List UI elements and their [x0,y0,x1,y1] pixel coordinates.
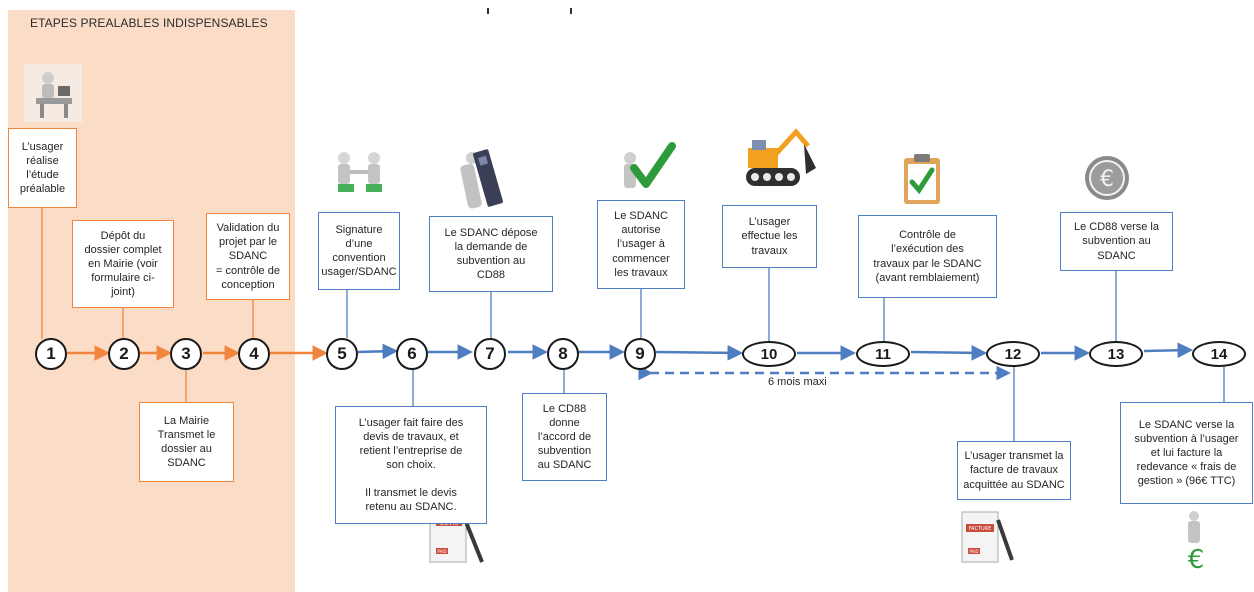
facture-paid-text: PAID [969,549,978,554]
step-1-marker: 1 [35,338,67,370]
box-connectors [41,208,1225,441]
step-4-description: Validation du projet par le SDANC = cont… [206,213,290,300]
step-8-marker: 8 [547,338,579,370]
top-tick-mark [487,8,489,14]
step-9-marker: 9 [624,338,656,370]
facture-document-illustration: FACTURE PAID [961,511,1014,563]
process-arrows [67,342,1194,361]
step-7-marker: 7 [474,338,506,370]
step-2-marker: 2 [108,338,140,370]
step-3-description: La Mairie Transmet le dossier au SDANC [139,402,234,482]
step-10-marker: 10 [742,341,796,367]
desk-person-illustration [24,64,82,122]
step-14-marker: 14 [1192,341,1246,367]
clipboard-check-illustration [904,154,940,204]
arrow-5-6 [357,343,399,360]
step-12-description: L’usager transmet la facture de travaux … [957,441,1071,500]
step-2-description: Dépôt du dossier complet en Mairie (voir… [72,220,174,308]
calculator-person-illustration [460,149,503,209]
preliminary-steps-title: ETAPES PREALABLES INDISPENSABLES [30,16,268,30]
step-6-marker: 6 [396,338,428,370]
duration-label: 6 mois maxi [768,376,827,388]
top-tick-mark [570,8,572,14]
excavator-illustration [746,128,816,186]
step-3-marker: 3 [170,338,202,370]
arrow-9-10 [655,345,744,361]
step-13-description: Le CD88 verse la subvention au SDANC [1060,212,1173,271]
step-1-description: L’usager réalise l’étude préalable [8,128,77,208]
step-5-description: Signature d’une convention usager/SDANC [318,212,400,290]
step-8-description: Le CD88 donne l’accord de subvention au … [522,393,607,481]
step-5-marker: 5 [326,338,358,370]
step-9-description: Le SDANC autorise l’usager à commencer l… [597,200,685,289]
arrow-11-12 [910,345,988,361]
devis-paid-text: PAID [437,549,446,554]
facture-stamp-text: FACTURE [969,526,992,532]
step-6-description: L’usager fait faire des devis de travaux… [335,406,487,524]
step-14-description: Le SDANC verse la subvention à l’usager … [1120,402,1253,504]
svg-text:€: € [1188,545,1205,575]
check-person-illustration [624,142,676,188]
svg-text:€: € [1100,167,1114,192]
step-11-marker: 11 [856,341,910,367]
step-12-marker: 12 [986,341,1040,367]
step-11-description: Contrôle de l’exécution des travaux par … [858,215,997,298]
step-10-description: L’usager effectue les travaux [722,205,817,268]
step-4-marker: 4 [238,338,270,370]
step-7-description: Le SDANC dépose la demande de subvention… [429,216,553,292]
step-13-marker: 13 [1089,341,1143,367]
handshake-illustration [338,152,382,192]
money-bag-illustration: € [1085,156,1129,200]
person-euro-illustration: € [1188,511,1205,575]
arrow-13-14 [1143,342,1194,359]
